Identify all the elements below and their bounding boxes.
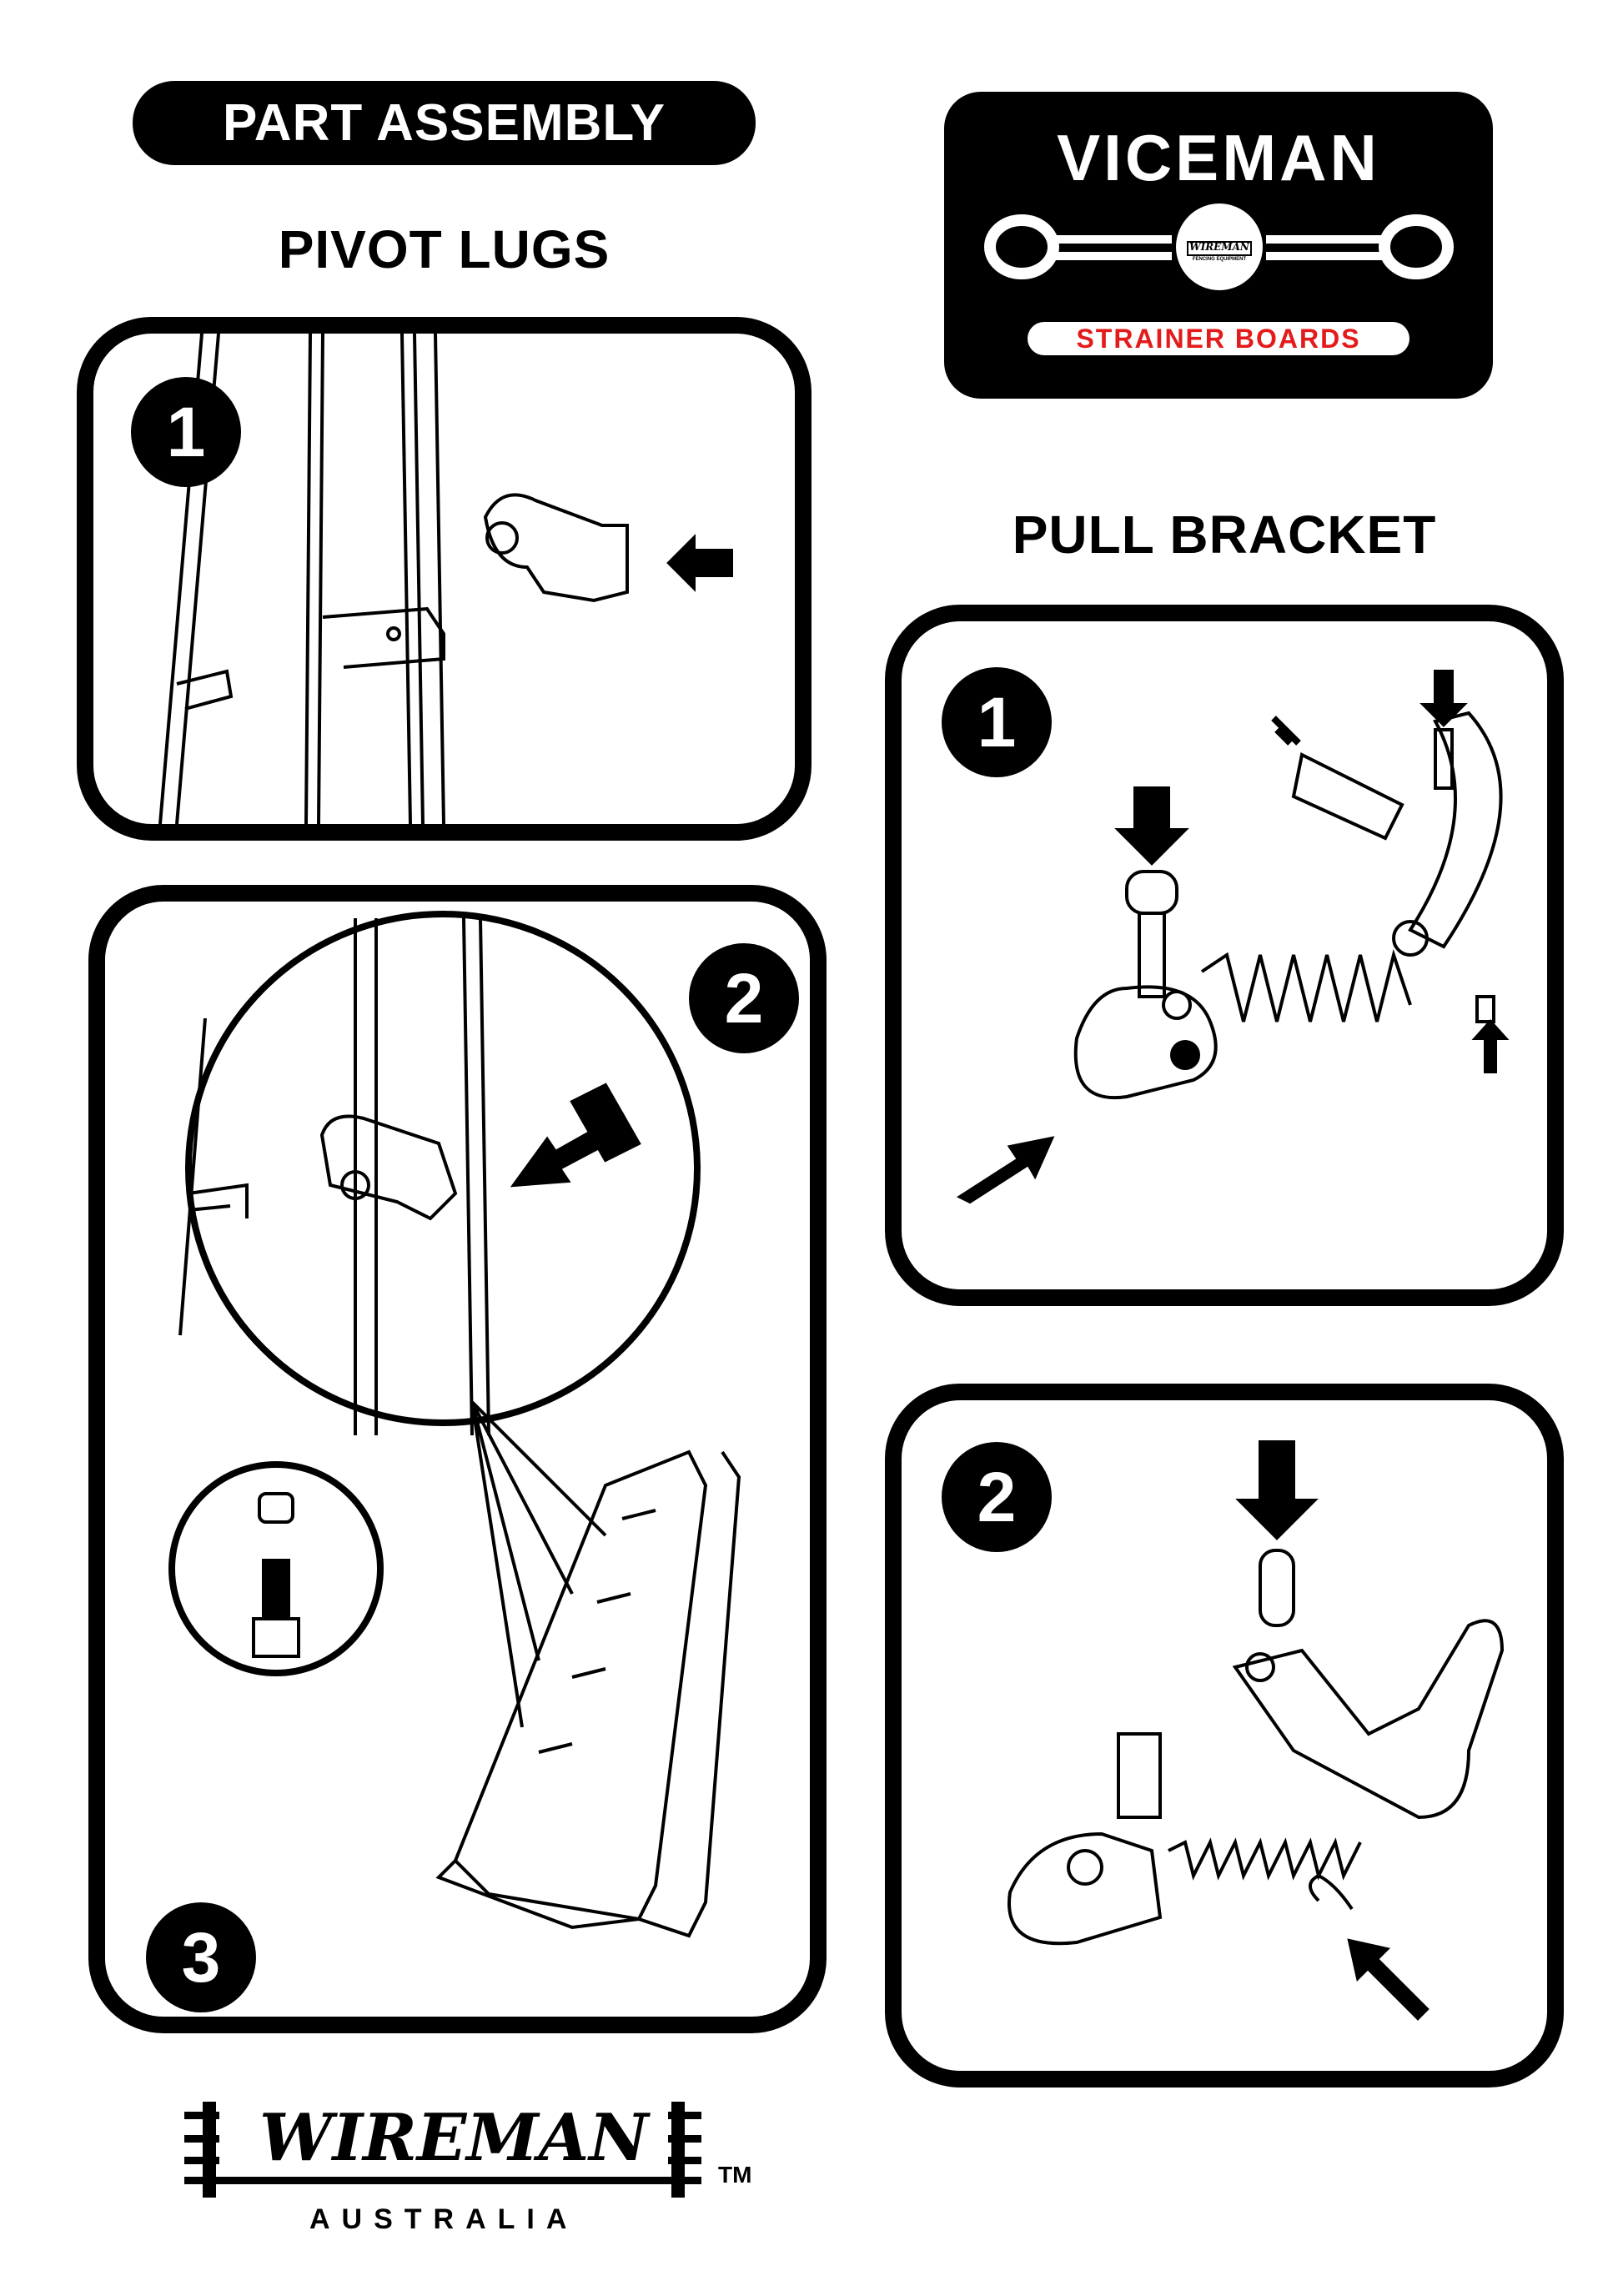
pivot-step-2-3-panel: 2 3 [88,885,827,2033]
pull-bracket-exploded-illustration [956,670,1510,1204]
step-number-3: 3 [146,1902,256,2012]
pivot-step-1-panel: 1 [77,317,812,841]
wireman-australia-logo: WIREMAN TM AUSTRALIA [184,2093,768,2243]
wireman-country: AUSTRALIA [309,2203,579,2235]
logo-turnbuckle-graphic [984,203,1454,290]
page-title: PART ASSEMBLY [133,81,756,165]
logo-subtitle: STRAINER BOARDS [1028,322,1409,355]
pull-bracket-step-1-panel: 1 [885,605,1564,1306]
pull-bracket-heading: PULL BRACKET [1012,505,1437,565]
pivot-lugs-heading: PIVOT LUGS [278,219,611,279]
step-number-2: 2 [942,1442,1052,1552]
pull-bracket-assembled-illustration [1007,1440,1505,2021]
step-number-2: 2 [689,943,799,1053]
logo-badge-text: WIREMAN [1189,241,1249,253]
logo-title: VICEMAN [1057,121,1380,194]
logo-badge-sub: FENCING EQUIPMENT [1192,257,1247,262]
pull-bracket-step-2-panel: 2 [885,1384,1564,2088]
step-number-1: 1 [942,667,1052,777]
wireman-wordmark: WIREMAN [259,2100,649,2176]
step-number-1: 1 [131,377,241,487]
wireman-fence-graphic [184,2102,701,2198]
trademark-symbol: TM [718,2162,752,2188]
viceman-logo: VICEMAN WIREMAN FENCING EQUIPMENT STRAIN… [944,92,1493,399]
pivot-lug-assembly-illustration [168,911,741,1938]
